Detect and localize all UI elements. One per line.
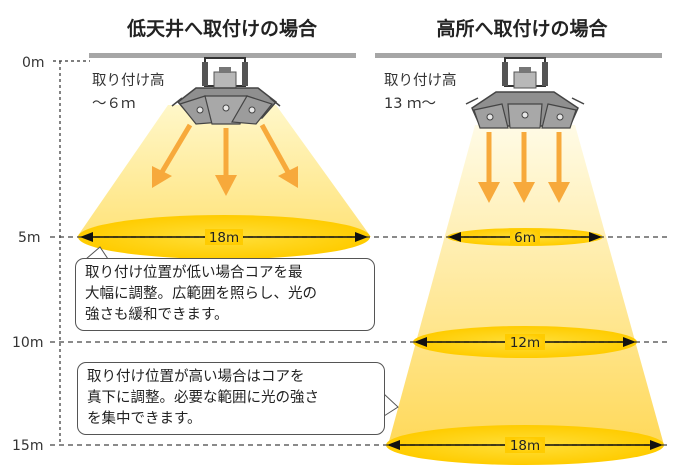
led-fixture-right [465,57,585,129]
note-high-line-2: 真下に調整。必要な範囲に光の強さ [87,390,319,406]
title-high-ceiling: 高所へ取付けの場合 [436,17,608,40]
scale-label-10m: 10m [12,335,43,351]
callout-pointer-high [383,393,399,417]
ceiling-left [89,53,356,58]
mount-height-label-left: 取り付け高 [92,72,165,89]
spread-label-right-5m: 6m [514,230,536,246]
spread-label-left-5m: 18m [209,230,239,246]
note-high-line-1: 取り付け位置が高い場合はコアを [87,369,305,385]
spread-right-5m: 6m [448,229,602,246]
note-high-mount: 取り付け位置が高い場合はコアを 真下に調整。必要な範囲に光の強さ を集中できます… [77,362,385,435]
title-low-ceiling: 低天井へ取付けの場合 [126,17,318,40]
callout-pointer-low [85,246,109,260]
light-arrows-left [152,123,298,196]
scale-label-5m: 5m [18,230,41,246]
beam-right [388,125,664,445]
mount-height-label-right: 取り付け高 [384,72,457,89]
spread-label-right-15m: 18m [510,438,540,454]
note-low-line-2: 大幅に調整。広範囲を照らし、光の [85,286,317,302]
ceiling-right [375,53,662,58]
spread-label-right-10m: 12m [510,335,540,351]
spread-right-15m: 18m [387,437,663,454]
mount-height-value-left: ～６ｍ [92,96,136,112]
scale-label-0m: 0m [22,55,45,71]
note-low-line-3: 強さも緩和できます。 [85,307,229,323]
spread-left-5m: 18m [80,229,368,246]
mount-height-value-right: 13 ｍ～ [384,96,436,112]
spread-right-10m: 12m [414,334,636,351]
note-low-mount: 取り付け位置が低い場合コアを最 大幅に調整。広範囲を照らし、光の 強さも緩和でき… [75,258,375,331]
light-arrows-right [478,132,570,203]
led-fixture-left [171,57,281,125]
note-high-line-3: を集中できます。 [87,411,202,427]
note-low-line-1: 取り付け位置が低い場合コアを最 [85,265,303,281]
scale-label-15m: 15m [12,438,43,454]
